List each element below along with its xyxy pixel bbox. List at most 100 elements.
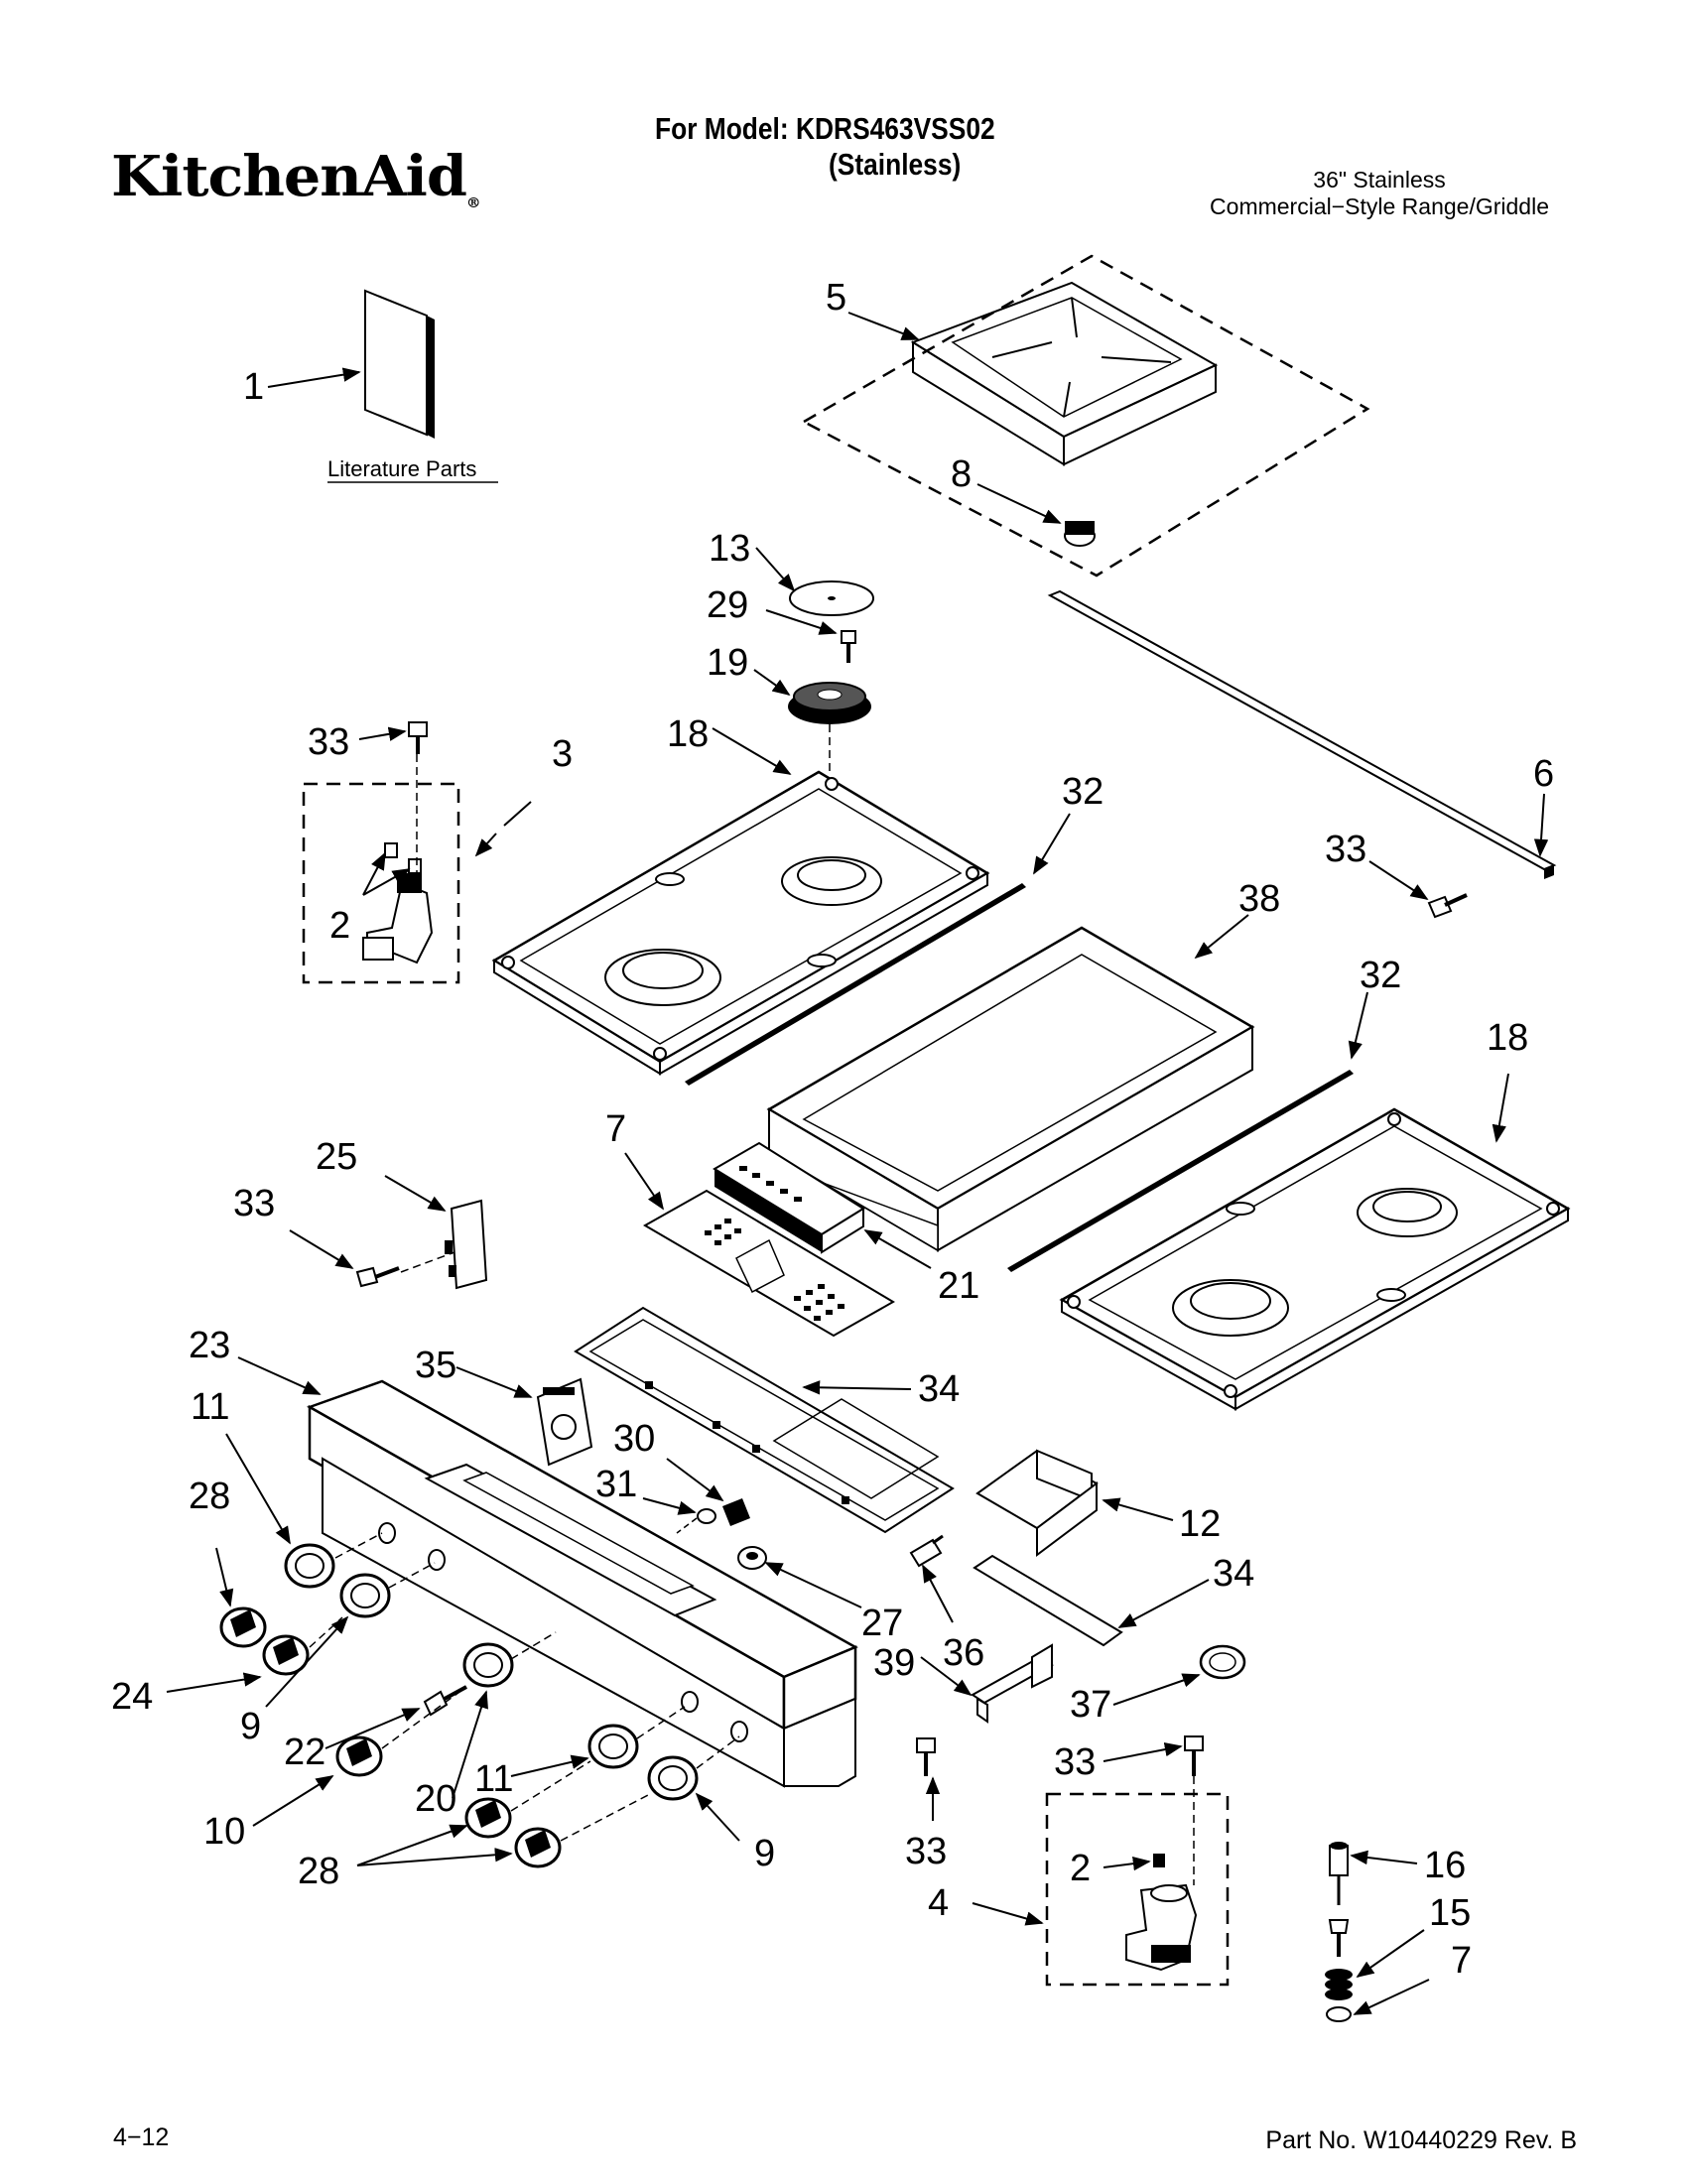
callout-18-left: 18 — [667, 713, 709, 755]
callout-1: 1 — [243, 366, 264, 408]
burner-pan-right — [1059, 1107, 1571, 1411]
burner-pan-left — [491, 770, 990, 1076]
callout-33-top: 33 — [308, 721, 349, 763]
orifice-fitting — [909, 1534, 944, 1568]
burner-cap — [789, 580, 874, 616]
model-title: For Model: KDRS463VSS02 — [655, 111, 995, 146]
callout-9-left: 9 — [240, 1706, 261, 1747]
callout-29: 29 — [707, 584, 748, 626]
callout-8: 8 — [951, 453, 972, 495]
bracket-strip-lower — [973, 1554, 1123, 1647]
gasket-strip-right — [1007, 1070, 1354, 1272]
light-socket-27 — [737, 1546, 767, 1570]
callout-25: 25 — [316, 1136, 357, 1178]
burner-head — [788, 682, 871, 724]
valve-assembly-left — [302, 754, 460, 984]
callout-2-right: 2 — [1070, 1848, 1091, 1889]
knob-28-mid — [464, 1797, 512, 1839]
callout-32-lower: 32 — [1360, 955, 1401, 996]
callout-9-right: 9 — [754, 1833, 775, 1874]
registered-mark: ® — [465, 195, 481, 212]
knob-24 — [262, 1634, 310, 1676]
callout-35: 35 — [415, 1345, 456, 1386]
callout-37: 37 — [1070, 1684, 1111, 1726]
callout-34-upper: 34 — [918, 1368, 960, 1410]
screw-33-lower-right — [1184, 1735, 1204, 1776]
callout-10: 10 — [203, 1811, 245, 1853]
callout-31: 31 — [595, 1464, 637, 1505]
callout-27: 27 — [861, 1603, 903, 1644]
callout-6: 6 — [1533, 753, 1554, 795]
callout-36: 36 — [943, 1632, 984, 1674]
callout-13: 13 — [709, 528, 750, 570]
ignition-switch — [536, 1377, 593, 1467]
callout-11-left: 11 — [191, 1386, 229, 1428]
callout-28-bottom: 28 — [298, 1851, 339, 1892]
foot-spring — [1325, 1969, 1353, 2000]
callout-33-trim: 33 — [1325, 829, 1366, 870]
screw-33-trim — [1427, 893, 1468, 919]
rear-trim-strip — [1047, 589, 1557, 879]
callout-21: 21 — [938, 1265, 979, 1307]
control-bracket-upper — [574, 1306, 955, 1534]
leveling-foot — [1329, 1842, 1349, 1905]
mounting-bracket-39 — [971, 1643, 1054, 1724]
screw-33-lower-left — [916, 1737, 936, 1776]
callout-2-left: 2 — [329, 905, 350, 947]
callout-7-washer: 7 — [1451, 1940, 1472, 1982]
spark-module — [445, 1199, 488, 1290]
bezel-31 — [697, 1508, 716, 1524]
callout-28-left: 28 — [189, 1476, 230, 1517]
callout-4: 4 — [928, 1882, 949, 1924]
shield-bracket — [975, 1449, 1099, 1557]
control-panel — [307, 1379, 858, 1788]
callout-16: 16 — [1424, 1845, 1466, 1886]
part-number: Part No. W10440229 Rev. B — [1265, 2126, 1577, 2154]
callout-38: 38 — [1238, 878, 1280, 920]
literature-booklet — [364, 289, 435, 439]
bezel-20 — [462, 1642, 514, 1688]
bezel-11-left — [284, 1543, 335, 1589]
bezel-11-right — [587, 1724, 639, 1769]
gasket-strip-left — [685, 883, 1026, 1086]
callout-11-right: 11 — [474, 1758, 513, 1800]
bezel-9-left — [339, 1573, 391, 1618]
knob-28-right — [514, 1827, 562, 1868]
control-board — [713, 1141, 865, 1254]
switch-30 — [722, 1498, 750, 1526]
product-description: 36" Stainless Commercial−Style Range/Gri… — [1210, 167, 1549, 220]
callout-39: 39 — [873, 1642, 915, 1684]
callout-19: 19 — [707, 642, 748, 684]
control-overlay — [642, 1189, 895, 1338]
callout-3: 3 — [552, 733, 573, 775]
callout-20: 20 — [415, 1778, 456, 1820]
callout-33-right: 33 — [1054, 1741, 1096, 1783]
callout-33-module: 33 — [233, 1183, 275, 1224]
burner-ring — [1199, 1644, 1246, 1680]
kitchenaid-logo: KitchenAid® — [111, 144, 481, 212]
callout-labels: 1 5 8 13 29 19 33 3 18 2 32 6 33 38 32 1… — [111, 277, 1554, 1982]
callout-34-lower: 34 — [1213, 1553, 1254, 1595]
foot-screw — [1328, 1919, 1350, 1957]
callout-32-upper: 32 — [1062, 771, 1104, 813]
screw-33-top — [408, 721, 428, 754]
callout-22: 22 — [284, 1732, 325, 1773]
burner-screw — [841, 630, 856, 663]
page-number: 4−12 — [113, 2123, 170, 2151]
brand-text: KitchenAid — [111, 144, 467, 209]
callout-5: 5 — [826, 277, 846, 319]
knob-28-left — [219, 1606, 267, 1648]
foot-washer — [1326, 2006, 1352, 2022]
griddle-plate — [766, 926, 1255, 1252]
product-line-2: Commercial−Style Range/Griddle — [1210, 193, 1549, 219]
product-line-1: 36" Stainless — [1313, 167, 1446, 193]
burner-grate — [801, 254, 1370, 578]
knob-10 — [335, 1735, 383, 1777]
callout-33-bottom: 33 — [905, 1831, 947, 1872]
callout-23: 23 — [189, 1325, 230, 1366]
callout-24: 24 — [111, 1676, 153, 1718]
callout-30: 30 — [613, 1418, 655, 1460]
callout-15: 15 — [1429, 1892, 1471, 1934]
model-finish: (Stainless) — [829, 147, 962, 182]
